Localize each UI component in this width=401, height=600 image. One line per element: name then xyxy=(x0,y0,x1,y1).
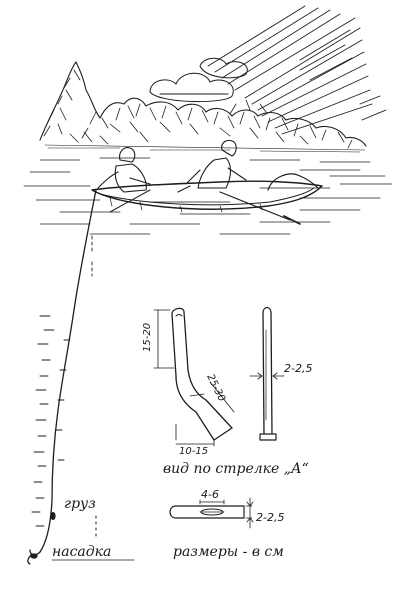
dimension-bend-label: 25-30 xyxy=(204,372,227,403)
rod-view-a xyxy=(259,306,277,441)
slot-plate xyxy=(169,505,245,519)
dimension-slot-width xyxy=(245,497,254,529)
dimension-base-label: 10-15 xyxy=(179,446,208,457)
dimension-slot-length-label: 4-6 xyxy=(201,488,219,501)
dimension-top xyxy=(153,309,175,369)
forest-treeline xyxy=(39,61,367,153)
weight-label: груз xyxy=(64,496,96,512)
bait-label: насадка xyxy=(52,544,111,560)
dimension-rod xyxy=(249,372,285,380)
rowing-boat xyxy=(91,173,323,225)
clouds xyxy=(149,57,248,103)
water-ripples xyxy=(23,157,393,235)
fishermen xyxy=(97,139,247,193)
units-note: размеры - в см xyxy=(173,544,284,560)
hook-with-bait xyxy=(27,549,41,565)
sun-rays xyxy=(207,5,387,135)
sinker-weight xyxy=(50,512,56,520)
dimension-rod-label: 2-2,5 xyxy=(284,362,312,375)
dimension-slot-width-label: 2-2,5 xyxy=(256,511,284,524)
dimension-slot-length xyxy=(199,499,225,505)
dimension-base xyxy=(175,423,215,447)
dimension-top-label: 15-20 xyxy=(142,323,153,352)
fishing-line xyxy=(39,189,97,553)
view-a-caption: вид по стрелке „А“ xyxy=(163,461,309,477)
depth-scale-ticks xyxy=(31,315,71,527)
dimension-bend xyxy=(209,381,235,413)
bracket-side-view xyxy=(171,307,233,441)
